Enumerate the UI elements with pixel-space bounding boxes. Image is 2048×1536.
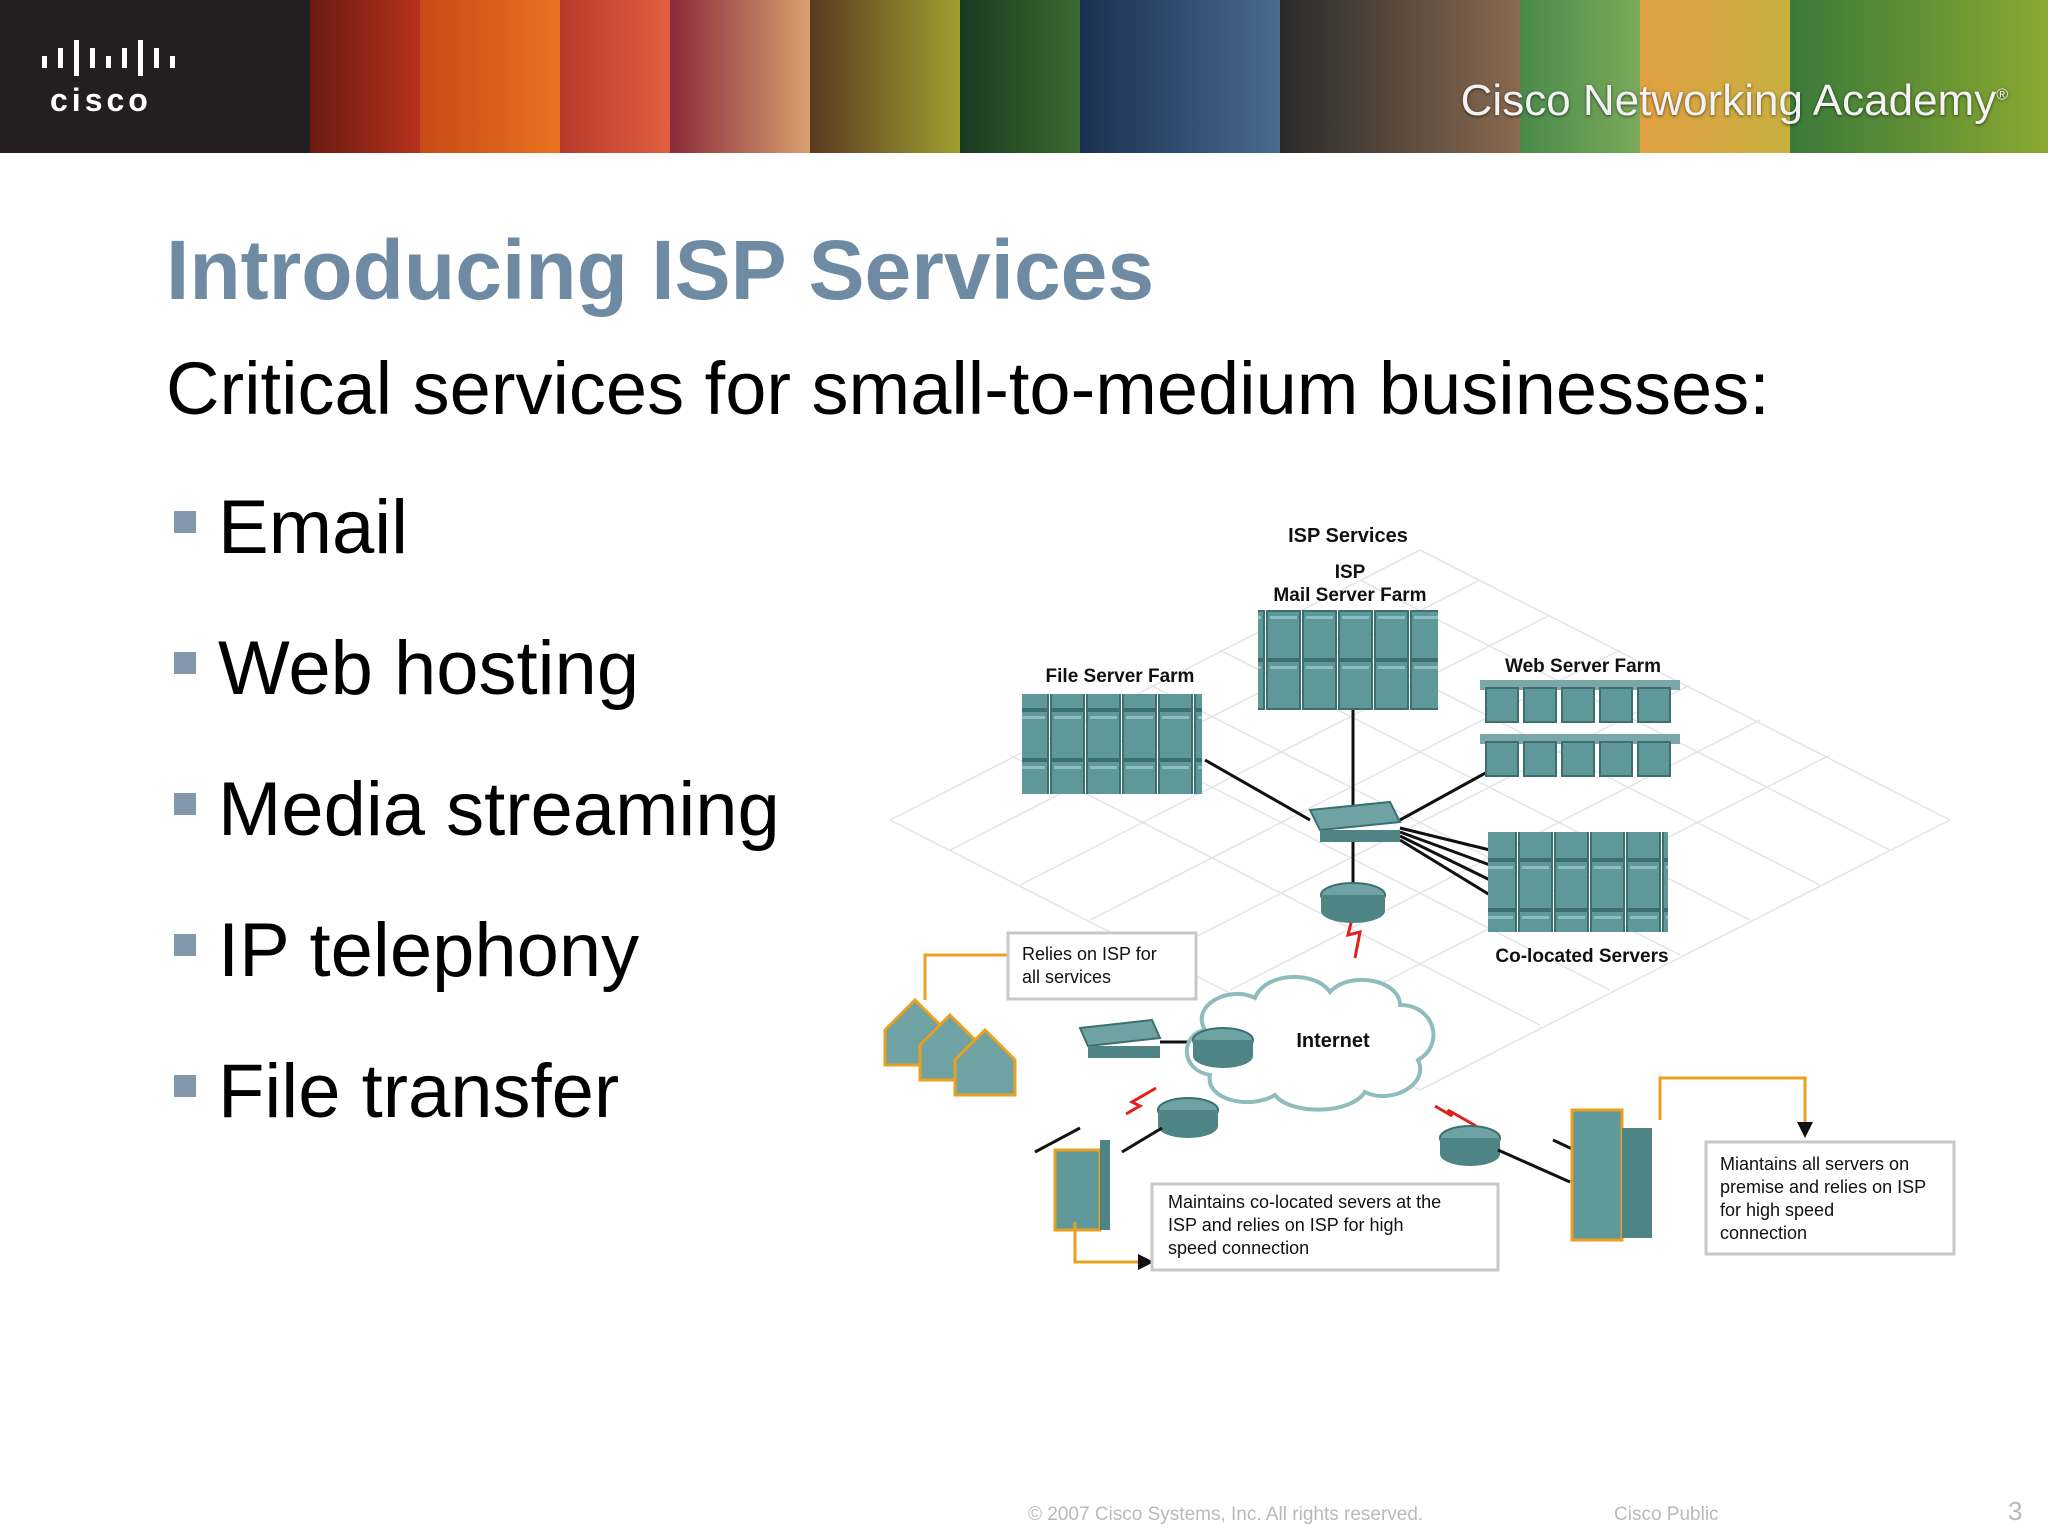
bullet-item: Web hosting — [170, 619, 780, 760]
bullet-text: File transfer — [218, 1049, 620, 1134]
cisco-bars-icon — [42, 40, 175, 76]
bullet-square-icon — [174, 511, 196, 533]
right-building-icon — [1570, 1108, 1652, 1242]
header-banner: cisco Cisco Networking Academy® — [0, 0, 2048, 153]
cisco-logo[interactable]: cisco — [36, 38, 186, 118]
isp-services-diagram: Internet — [883, 525, 1956, 1272]
photo-strip-8 — [1280, 0, 1520, 153]
internet-cloud-icon: Internet — [1184, 974, 1436, 1112]
bullet-square-icon — [174, 934, 196, 956]
network-links — [1034, 710, 1601, 1164]
slide-subtitle: Critical services for small-to-medium bu… — [166, 347, 1770, 430]
file-server-farm-icon — [1022, 694, 1202, 794]
file-farm-label: File Server Farm — [1046, 666, 1195, 687]
photo-strip-1 — [310, 0, 420, 153]
bullet-list: Email Web hosting Media streaming IP tel… — [170, 478, 780, 1183]
page-number: 3 — [2008, 1496, 2023, 1526]
registered-mark: ® — [1996, 86, 2008, 104]
academy-title: Cisco Networking Academy® — [1461, 76, 2008, 126]
bullet-item: Email — [170, 478, 780, 619]
home-router-icon — [1192, 1027, 1254, 1068]
diagram-title: ISP Services — [1288, 525, 1408, 547]
home-switch-icon — [1078, 1018, 1162, 1058]
photo-strip-3 — [560, 0, 670, 153]
photo-strip-2 — [420, 0, 560, 153]
photo-strip-11 — [1790, 0, 2048, 153]
callout-right-line-2: premise and relies on ISP — [1720, 1177, 1926, 1197]
callout-home-line-1: Relies on ISP for — [1022, 944, 1157, 964]
callout-home: Relies on ISP for all services — [1006, 931, 1198, 1001]
callout-right-line-4: connection — [1720, 1223, 1807, 1243]
footer-classification: Cisco Public — [1614, 1504, 1719, 1525]
bullet-item: Media streaming — [170, 760, 780, 901]
slide-title: Introducing ISP Services — [166, 223, 1155, 317]
callout-right-line-3: for high speed — [1720, 1200, 1834, 1220]
callout-left-line-3: speed connection — [1168, 1238, 1309, 1258]
photo-strip-6 — [960, 0, 1080, 153]
bullet-item: IP telephony — [170, 901, 780, 1042]
bullet-item: File transfer — [170, 1042, 780, 1183]
bullet-square-icon — [174, 1075, 196, 1097]
callout-right-line-1: Miantains all servers on — [1720, 1154, 1909, 1174]
photo-strip-9 — [1520, 0, 1640, 153]
wan-links — [1125, 914, 1477, 1128]
isp-switch-icon — [1308, 800, 1402, 842]
mail-farm-label-2: Mail Server Farm — [1273, 585, 1426, 606]
left-building-icon — [1053, 1140, 1110, 1232]
cisco-wordmark: cisco — [50, 82, 152, 118]
home-users-icon — [883, 997, 1017, 1097]
callout-left-line-1: Maintains co-located severs at the — [1168, 1192, 1441, 1212]
right-router-icon — [1439, 1125, 1501, 1166]
left-router-icon — [1157, 1097, 1219, 1138]
colocated-servers-icon — [1488, 832, 1668, 932]
bullet-text: Web hosting — [218, 626, 640, 711]
photo-strip-7 — [1080, 0, 1280, 153]
mail-farm-label-1: ISP — [1335, 562, 1366, 583]
photo-strip-5 — [810, 0, 960, 153]
colocated-label: Co-located Servers — [1495, 946, 1668, 967]
photo-strip-4 — [670, 0, 810, 153]
callout-arrows — [923, 953, 1807, 1264]
callout-left: Maintains co-located severs at the ISP a… — [1150, 1182, 1500, 1272]
academy-text: Cisco Networking Academy — [1460, 76, 1997, 125]
isp-router-icon — [1320, 882, 1386, 923]
web-server-farm-icon — [1480, 680, 1680, 777]
web-farm-label: Web Server Farm — [1505, 656, 1661, 677]
bullet-text: Email — [218, 485, 409, 570]
bullet-square-icon — [174, 652, 196, 674]
bullet-text: IP telephony — [218, 908, 640, 993]
bullet-text: Media streaming — [218, 767, 780, 852]
callout-right: Miantains all servers on premise and rel… — [1704, 1140, 1956, 1256]
mail-server-farm-icon — [1258, 610, 1438, 710]
internet-label: Internet — [1296, 1030, 1370, 1052]
photo-strip-10 — [1640, 0, 1790, 153]
callout-left-line-2: ISP and relies on ISP for high — [1168, 1215, 1404, 1235]
footer-copyright: © 2007 Cisco Systems, Inc. All rights re… — [1028, 1504, 1424, 1525]
callout-home-line-2: all services — [1022, 967, 1111, 987]
bullet-square-icon — [174, 793, 196, 815]
